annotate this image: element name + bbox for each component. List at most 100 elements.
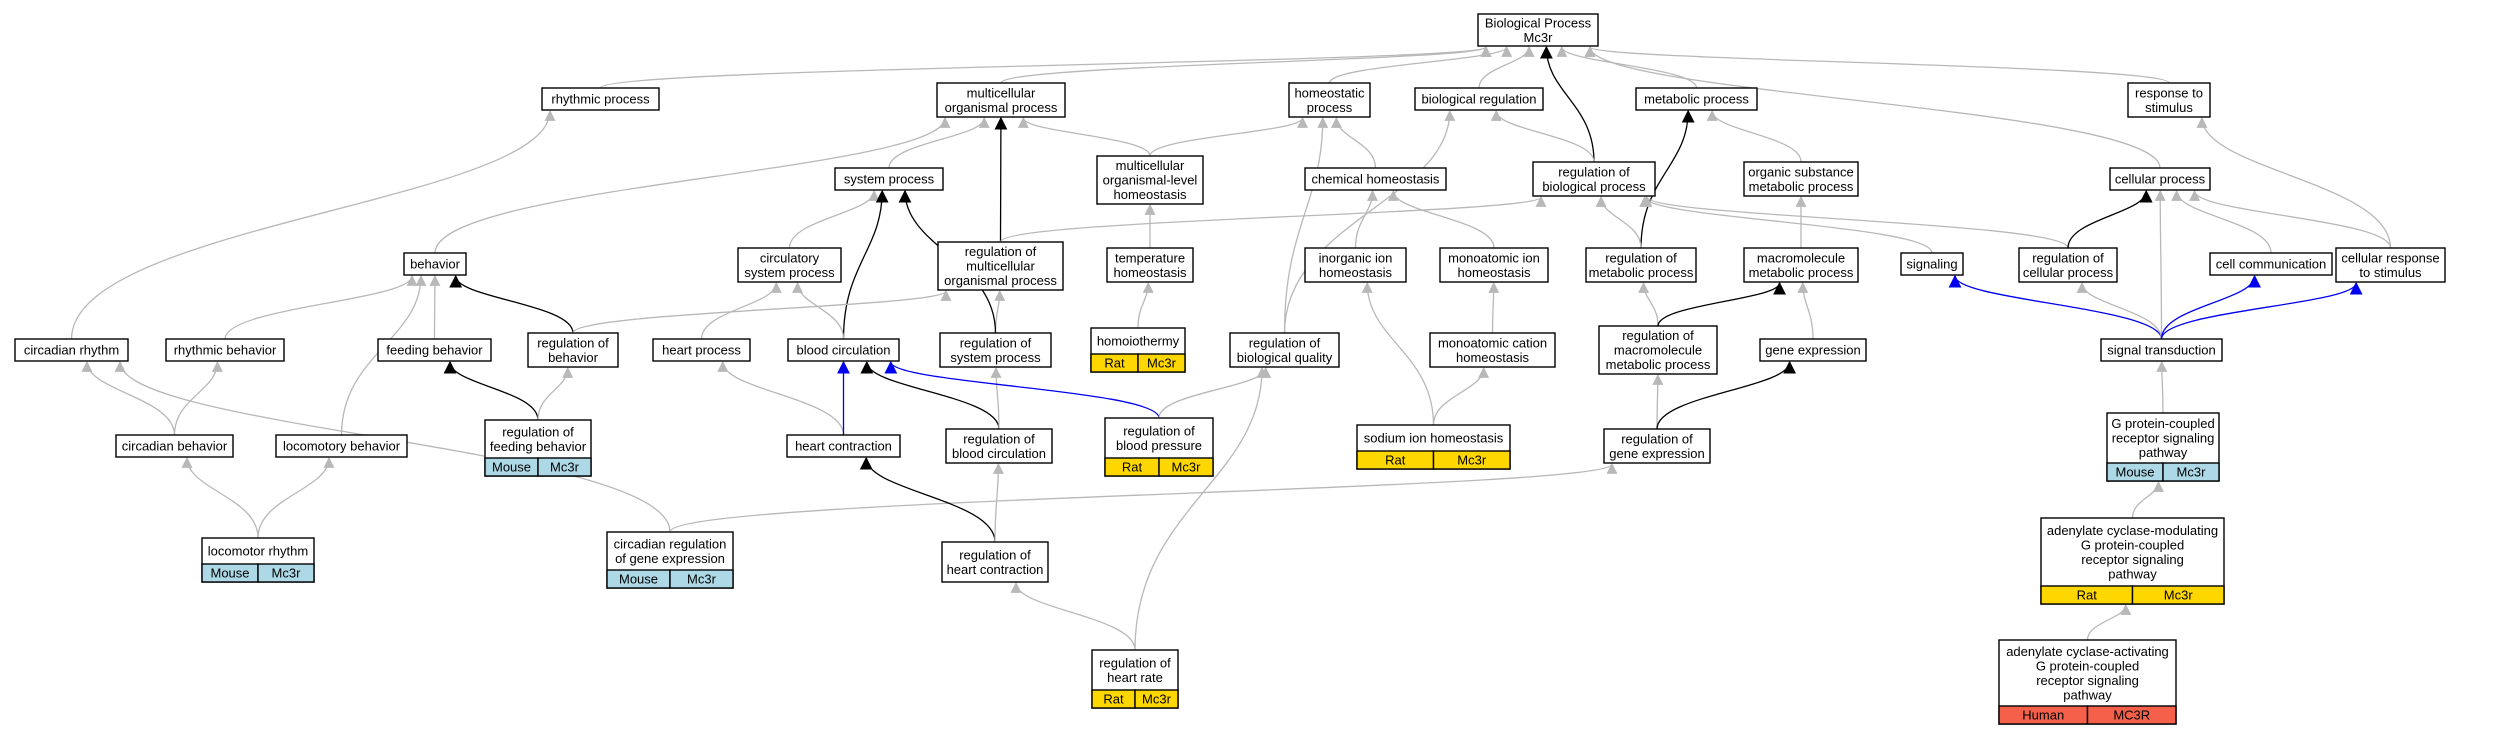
- node-label: multicellular: [966, 259, 1035, 274]
- gene-cell: [1158, 457, 1214, 477]
- gene-cell: [2086, 705, 2177, 725]
- species-label: Mouse: [492, 460, 531, 475]
- node-box: [527, 332, 619, 368]
- gene-label: Mc3r: [687, 572, 717, 587]
- node-gene-expression: gene expression: [1759, 338, 1867, 362]
- edge-response-to-stimulus-to-bp: [1584, 45, 2170, 84]
- species-label: Rat: [1103, 692, 1124, 707]
- edge-regulation-of-heart-contraction-to-heart-contraction: [859, 456, 996, 543]
- node-system-process: system process: [834, 167, 944, 191]
- node-label: organismal-level: [1103, 173, 1198, 188]
- species-label: Rat: [2077, 588, 2098, 603]
- gene-label: Mc3r: [272, 566, 302, 581]
- edge-rhythmic-process-to-bp: [599, 45, 1491, 89]
- node-behavior: behavior: [403, 252, 467, 276]
- node-box: [403, 252, 467, 276]
- node-label: G protein-coupled: [2081, 537, 2184, 552]
- node-box: [939, 332, 1052, 368]
- node-label: circadian behavior: [122, 439, 228, 454]
- node-box: [1603, 428, 1711, 464]
- node-label: pathway: [2139, 445, 2188, 460]
- node-label: regulation of: [1558, 164, 1630, 179]
- node-label: macromolecule: [1614, 343, 1702, 358]
- node-label: biological process: [1542, 179, 1646, 194]
- node-label: cellular response: [2341, 250, 2439, 265]
- node-label: receptor signaling: [2081, 552, 2184, 567]
- node-box: [541, 87, 660, 111]
- node-box: [1532, 161, 1656, 197]
- node-rhythmic-process: rhythmic process: [541, 87, 660, 111]
- node-label: organismal process: [945, 100, 1058, 115]
- gene-label: Mc3r: [2164, 588, 2194, 603]
- node-label: homeostasis: [1456, 350, 1529, 365]
- node-label: homeostasis: [1458, 265, 1531, 280]
- edge-homoiothermy-to-temperature-homeostasis: [1137, 281, 1154, 329]
- edge-gpcr-signaling-pathway-to-signal-transduction: [2156, 360, 2168, 414]
- node-label: adenylate cyclase-activating: [2006, 644, 2169, 659]
- edge-cell-communication-to-cellular-process: [2171, 189, 2272, 254]
- edge-regulation-of-blood-circulation-to-regulation-of-system-process: [990, 366, 1002, 430]
- node-metabolic-process: metabolic process: [1635, 87, 1758, 111]
- node-label: heart process: [662, 343, 741, 358]
- node-box: [1304, 247, 1407, 283]
- node-label: signaling: [1906, 257, 1957, 272]
- edge-signaling-to-regulation-of-biological-process: [1639, 195, 1933, 254]
- node-box: [2109, 167, 2211, 191]
- species-label: Mouse: [210, 566, 249, 581]
- edge-signal-transduction-to-cell-communication: [2160, 274, 2262, 340]
- edge-regulation-of-behavior-to-behavior: [449, 274, 574, 334]
- node-box: [1477, 13, 1599, 47]
- node-signaling: signaling: [1900, 252, 1964, 276]
- gene-cell: [1137, 353, 1186, 373]
- node-label: metabolic process: [1606, 357, 1711, 372]
- edge-inorganic-ion-homeostasis-to-chemical-homeostasis: [1354, 189, 1378, 249]
- edge-sodium-ion-homeostasis-to-monoatomic-cation-homeostasis: [1432, 366, 1490, 426]
- node-box: [945, 428, 1053, 464]
- node-label: metabolic process: [1749, 179, 1854, 194]
- node-label: regulation of: [1621, 431, 1693, 446]
- node-label: cell communication: [2216, 257, 2327, 272]
- edge-regulation-of-gene-expression-to-regulation-of-macromolecule-metabolic-process: [1652, 373, 1664, 430]
- node-label: pathway: [2108, 566, 2157, 581]
- node-blood-circulation: blood circulation: [787, 338, 900, 362]
- node-box: [1304, 167, 1447, 191]
- node-label: feeding behavior: [386, 343, 483, 358]
- gene-label: MC3R: [2113, 708, 2150, 723]
- edge-sodium-ion-homeostasis-to-inorganic-ion-homeostasis: [1361, 281, 1435, 426]
- edge-chemical-homeostasis-to-homeostatic-process: [1330, 116, 1377, 169]
- node-circadian-behavior: circadian behavior: [115, 434, 234, 458]
- node-label: temperature: [1115, 250, 1185, 265]
- node-box: [941, 541, 1049, 583]
- edge-signal-transduction-to-cellular-response-to-stimulus: [2160, 281, 2363, 340]
- node-box: [377, 338, 492, 362]
- node-label: metabolic process: [1644, 92, 1749, 107]
- node-label: regulation of: [537, 335, 609, 350]
- node-label: homeostasis: [1319, 265, 1392, 280]
- node-label: feeding behavior: [490, 439, 587, 454]
- edge-regulation-of-cellular-process-to-cellular-process: [2067, 189, 2153, 249]
- node-label: behavior: [548, 350, 599, 365]
- edge-multicellular-organismal-level-homeostasis-to-homeostatic-process: [1149, 116, 1308, 157]
- node-label: heart rate: [1107, 670, 1163, 685]
- species-label: Rat: [1122, 460, 1143, 475]
- node-feeding-behavior: feeding behavior: [377, 338, 492, 362]
- species-label: Mouse: [2115, 465, 2154, 480]
- node-label: sodium ion homeostasis: [1364, 431, 1504, 446]
- node-label: multicellular: [1116, 158, 1185, 173]
- gene-cell: [1134, 689, 1179, 709]
- edge-regulation-of-heart-contraction-to-regulation-of-blood-circulation: [992, 462, 1004, 543]
